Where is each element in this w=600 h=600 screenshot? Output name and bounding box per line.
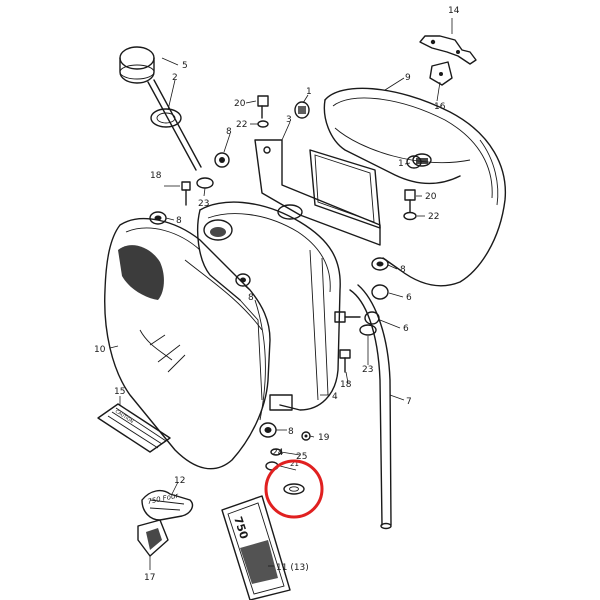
grommet-8-e [259,422,277,438]
callout-9: 9 [405,73,411,83]
bolt-18-mid [334,311,361,323]
callout-12: 12 [174,476,185,486]
grommet-1-lower [406,155,422,169]
callout-11: 11 (13) [276,563,309,573]
callout-8-b: 8 [176,216,182,226]
callout-8-e: 8 [288,427,294,437]
grommet-8-b [149,211,167,225]
bracket-16 [429,61,453,86]
grommet-8-d [235,273,251,287]
highlight-circle [264,459,324,519]
breather-hose-7 [349,284,392,530]
callout-10: 10 [94,345,106,355]
tank-4 [197,201,341,411]
bolt-20-upper [257,95,269,128]
script-emblem-text: 750 Four [147,491,180,506]
callout-2: 2 [172,73,178,83]
callout-16: 16 [434,102,446,112]
callout-7: 7 [406,397,412,407]
script-emblem-12 [141,489,194,521]
bracket-14 [419,35,477,65]
callout-1-upper: 1 [306,87,312,97]
callout-6-a: 6 [406,293,412,303]
emblem-750-text: 750 [231,515,251,541]
caution-label-15 [97,403,171,453]
callout-20-lower: 20 [425,192,437,202]
callout-4: 4 [332,392,338,402]
callout-18-left: 18 [150,171,162,181]
nut-19 [301,431,311,441]
grommet-8-c [371,257,389,271]
callout-19: 19 [318,433,330,443]
side-cover-9 [323,87,507,287]
callout-23-left: 23 [198,199,209,209]
callout-18-right: 18 [340,380,352,390]
callout-6-b: 6 [403,324,409,334]
bolt-18-right [339,349,351,373]
callout-5: 5 [182,61,188,71]
grommet-8-a [214,152,230,168]
callout-17: 17 [144,573,155,583]
mounting-plate-3 [254,139,381,246]
washer-23-right [359,324,377,336]
callout-8-a: 8 [226,127,232,137]
oil-filler-cap [119,46,202,171]
bolt-18-left [181,181,191,206]
bolt-20-lower [403,189,417,221]
callout-labels: 5 2 20 22 1 3 8 9 14 16 1 20 22 8 6 6 7 … [94,6,460,583]
grommet-1-upper [294,101,310,119]
leader-lines [109,18,453,570]
callout-8-c: 8 [400,265,406,275]
callout-15: 15 [114,387,125,397]
callout-25: 25 [296,452,307,462]
caution-label-text: CAUTION [114,409,134,425]
callout-22-upper: 22 [236,120,247,130]
emblem-11 [221,495,291,600]
side-cover-10 [104,218,271,470]
callout-23-right: 23 [362,365,373,375]
callout-20-upper: 20 [234,99,246,109]
washer-23-left [196,177,214,189]
grommet-6-a [371,284,389,300]
callout-24: 24 [272,448,284,458]
callout-1-lower: 1 [398,159,404,169]
callout-22-lower: 22 [428,212,439,222]
callout-14: 14 [448,6,460,16]
callout-3: 3 [286,115,292,125]
callout-8-d: 8 [248,293,254,303]
badge-17 [137,519,169,557]
callout-21: 21 [290,460,299,468]
washer-24 [283,483,305,495]
